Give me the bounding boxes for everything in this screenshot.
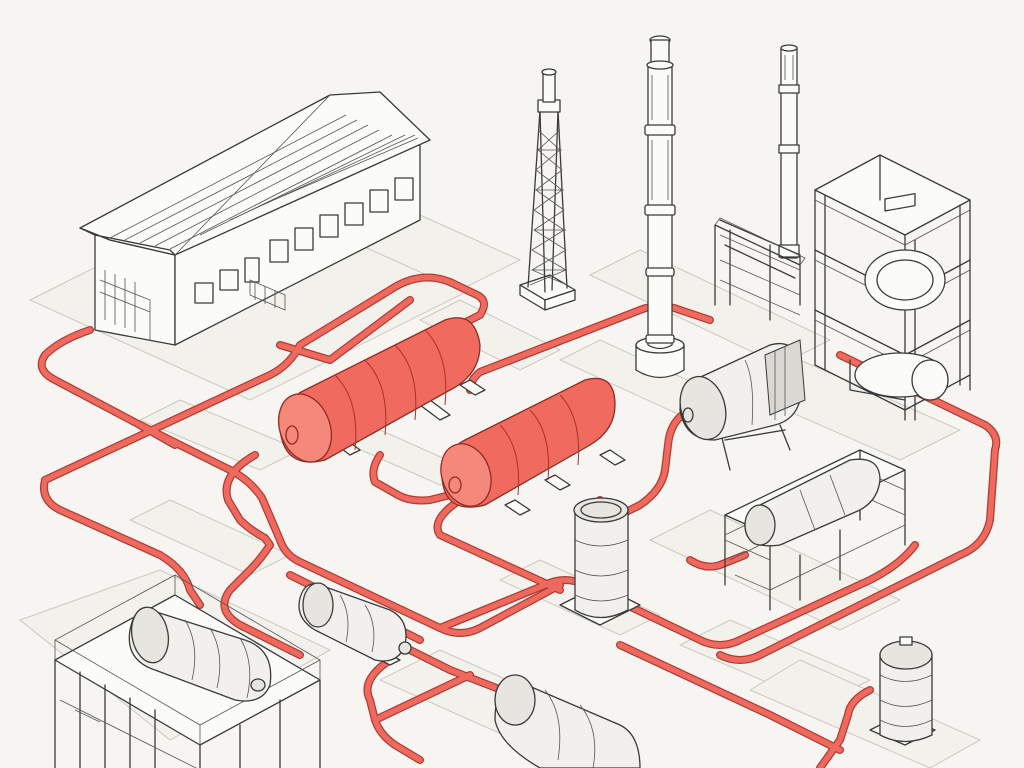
thin-chimney-stack xyxy=(778,44,800,259)
red-storage-tank xyxy=(440,377,626,516)
pipe-segment xyxy=(42,274,487,483)
pipe-segment xyxy=(221,452,303,658)
tall-chimney-stack xyxy=(635,35,685,379)
horizontal-vessel-small xyxy=(298,582,412,666)
pipe-segment xyxy=(370,452,453,504)
conveyor-platform xyxy=(724,449,906,611)
pipe-segment xyxy=(38,327,178,448)
skid-platform xyxy=(54,574,321,768)
horizontal-vessel xyxy=(679,339,806,471)
warehouse-building xyxy=(79,91,431,346)
vertical-vessel xyxy=(559,497,641,626)
pipe-segment-outline xyxy=(616,406,694,519)
steel-frame-structure xyxy=(714,154,971,421)
pipe-segment xyxy=(437,542,918,648)
pipe-segment xyxy=(434,497,563,593)
pipe-segment xyxy=(137,422,563,636)
vertical-vessel-small xyxy=(869,636,936,746)
horizontal-vessel-bottom xyxy=(494,674,641,768)
pipe-segment xyxy=(277,297,413,363)
pipe-segment xyxy=(717,352,999,663)
red-storage-tank xyxy=(277,317,486,463)
pipe-segment xyxy=(817,687,873,768)
pipe-segment xyxy=(617,642,843,753)
pipe-segment xyxy=(372,672,473,723)
pipe-segment xyxy=(687,552,748,570)
lattice-tower xyxy=(519,68,576,311)
pipe-segment xyxy=(617,407,693,518)
